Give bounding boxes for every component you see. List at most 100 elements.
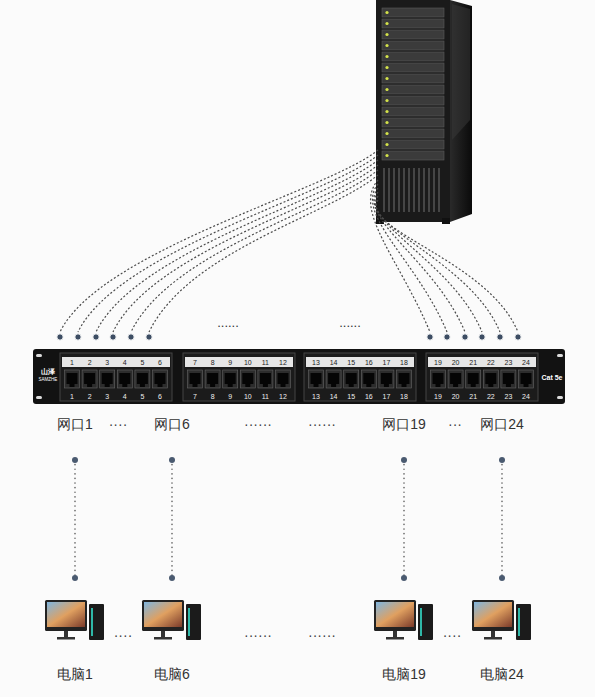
- server-rack: [376, 0, 472, 224]
- mount-slot: [36, 354, 42, 357]
- monitor-base: [154, 637, 172, 640]
- port-label: 网口6: [154, 414, 190, 434]
- port-notch: [436, 384, 441, 387]
- status-led: [385, 99, 388, 102]
- port-number-bottom: 14: [330, 393, 338, 400]
- rj45-port: [135, 370, 150, 388]
- status-led: [385, 132, 388, 135]
- port-number-bottom: 5: [140, 393, 144, 400]
- label-strip: [62, 357, 170, 367]
- tower-light: [518, 608, 520, 636]
- rack-grille: [413, 168, 415, 212]
- network-cable: [131, 170, 378, 332]
- cable-end-dot: [75, 334, 81, 340]
- port-opening: [363, 373, 374, 384]
- status-led: [385, 33, 388, 36]
- port-notch: [488, 384, 493, 387]
- port-notch: [140, 384, 145, 387]
- cable-end-dot: [146, 334, 152, 340]
- rj45-port: [309, 370, 324, 388]
- port-opening: [503, 373, 514, 384]
- port-notch: [70, 384, 75, 387]
- rj45-port: [117, 370, 132, 388]
- port-number-top: 3: [105, 359, 109, 366]
- port-number-top: 1: [70, 359, 74, 366]
- server-unit: [382, 140, 444, 149]
- port-number-top: 17: [382, 359, 390, 366]
- mount-slot: [36, 396, 42, 399]
- tower-light: [188, 608, 190, 636]
- status-led: [385, 66, 388, 69]
- port-number-bottom: 7: [193, 393, 197, 400]
- port-number-bottom: 24: [522, 393, 530, 400]
- port-notch: [263, 384, 268, 387]
- cable-end-dot: [515, 334, 521, 340]
- port-notch: [524, 384, 529, 387]
- port-number-top: 15: [347, 359, 355, 366]
- cable-end-dot: [497, 334, 503, 340]
- rj45-port: [466, 370, 481, 388]
- pc-tower: [418, 604, 433, 640]
- cable-end-dot: [479, 334, 485, 340]
- network-cable: [375, 192, 482, 332]
- rj45-port: [153, 370, 168, 388]
- server-unit: [382, 96, 444, 105]
- port-number-bottom: 4: [123, 393, 127, 400]
- rack-grille: [383, 168, 385, 212]
- cable-end-dot: [93, 334, 99, 340]
- rack-grille: [438, 168, 440, 212]
- dotted-connector: [501, 460, 503, 578]
- monitor-stand: [491, 631, 495, 637]
- monitor-stand: [161, 631, 165, 637]
- computer-box: 电脑1: [50, 578, 100, 686]
- rack-grille: [408, 168, 410, 212]
- port-notch: [331, 384, 336, 387]
- rack-grille: [428, 168, 430, 212]
- rj45-port: [65, 370, 80, 388]
- server-unit: [382, 74, 444, 83]
- port-opening: [328, 373, 339, 384]
- rack-grille: [398, 168, 400, 212]
- rj45-port: [188, 370, 203, 388]
- port-number-bottom: 6: [158, 393, 162, 400]
- status-led: [385, 44, 388, 47]
- ellipsis-dots: ····: [443, 628, 462, 642]
- port-label: 网口1: [57, 414, 93, 434]
- computer-label: 电脑19: [382, 664, 426, 684]
- computer-icon: [374, 600, 433, 640]
- server-unit: [382, 129, 444, 138]
- port-opening: [450, 373, 461, 384]
- port-module: [60, 353, 172, 401]
- port-opening: [260, 373, 271, 384]
- cable-category: Cat 5e: [541, 374, 562, 381]
- server-unit: [382, 41, 444, 50]
- server-unit: [382, 85, 444, 94]
- cable-end-dot: [110, 334, 116, 340]
- dotted-connector: [403, 460, 405, 578]
- port-number-bottom: 15: [347, 393, 355, 400]
- port-opening: [399, 373, 410, 384]
- port-number-bottom: 2: [88, 393, 92, 400]
- network-cable: [96, 160, 378, 332]
- port-number-top: 14: [330, 359, 338, 366]
- port-number-bottom: 8: [211, 393, 215, 400]
- network-cable: [149, 175, 378, 332]
- status-led: [385, 110, 388, 113]
- server-unit: [382, 19, 444, 28]
- label-strip: [428, 357, 536, 367]
- port-number-top: 10: [244, 359, 252, 366]
- port-notch: [402, 384, 407, 387]
- port-notch: [349, 384, 354, 387]
- port-notch: [453, 384, 458, 387]
- computer-icon: [45, 600, 104, 640]
- server-unit: [382, 8, 444, 17]
- port-label: 网口24: [480, 414, 524, 434]
- cable-end-dot: [427, 334, 433, 340]
- ellipsis-dots: ······: [244, 417, 272, 431]
- monitor-stand: [64, 631, 68, 637]
- port-number-bottom: 16: [365, 393, 373, 400]
- computer-label: 电脑1: [57, 664, 93, 684]
- port-opening: [381, 373, 392, 384]
